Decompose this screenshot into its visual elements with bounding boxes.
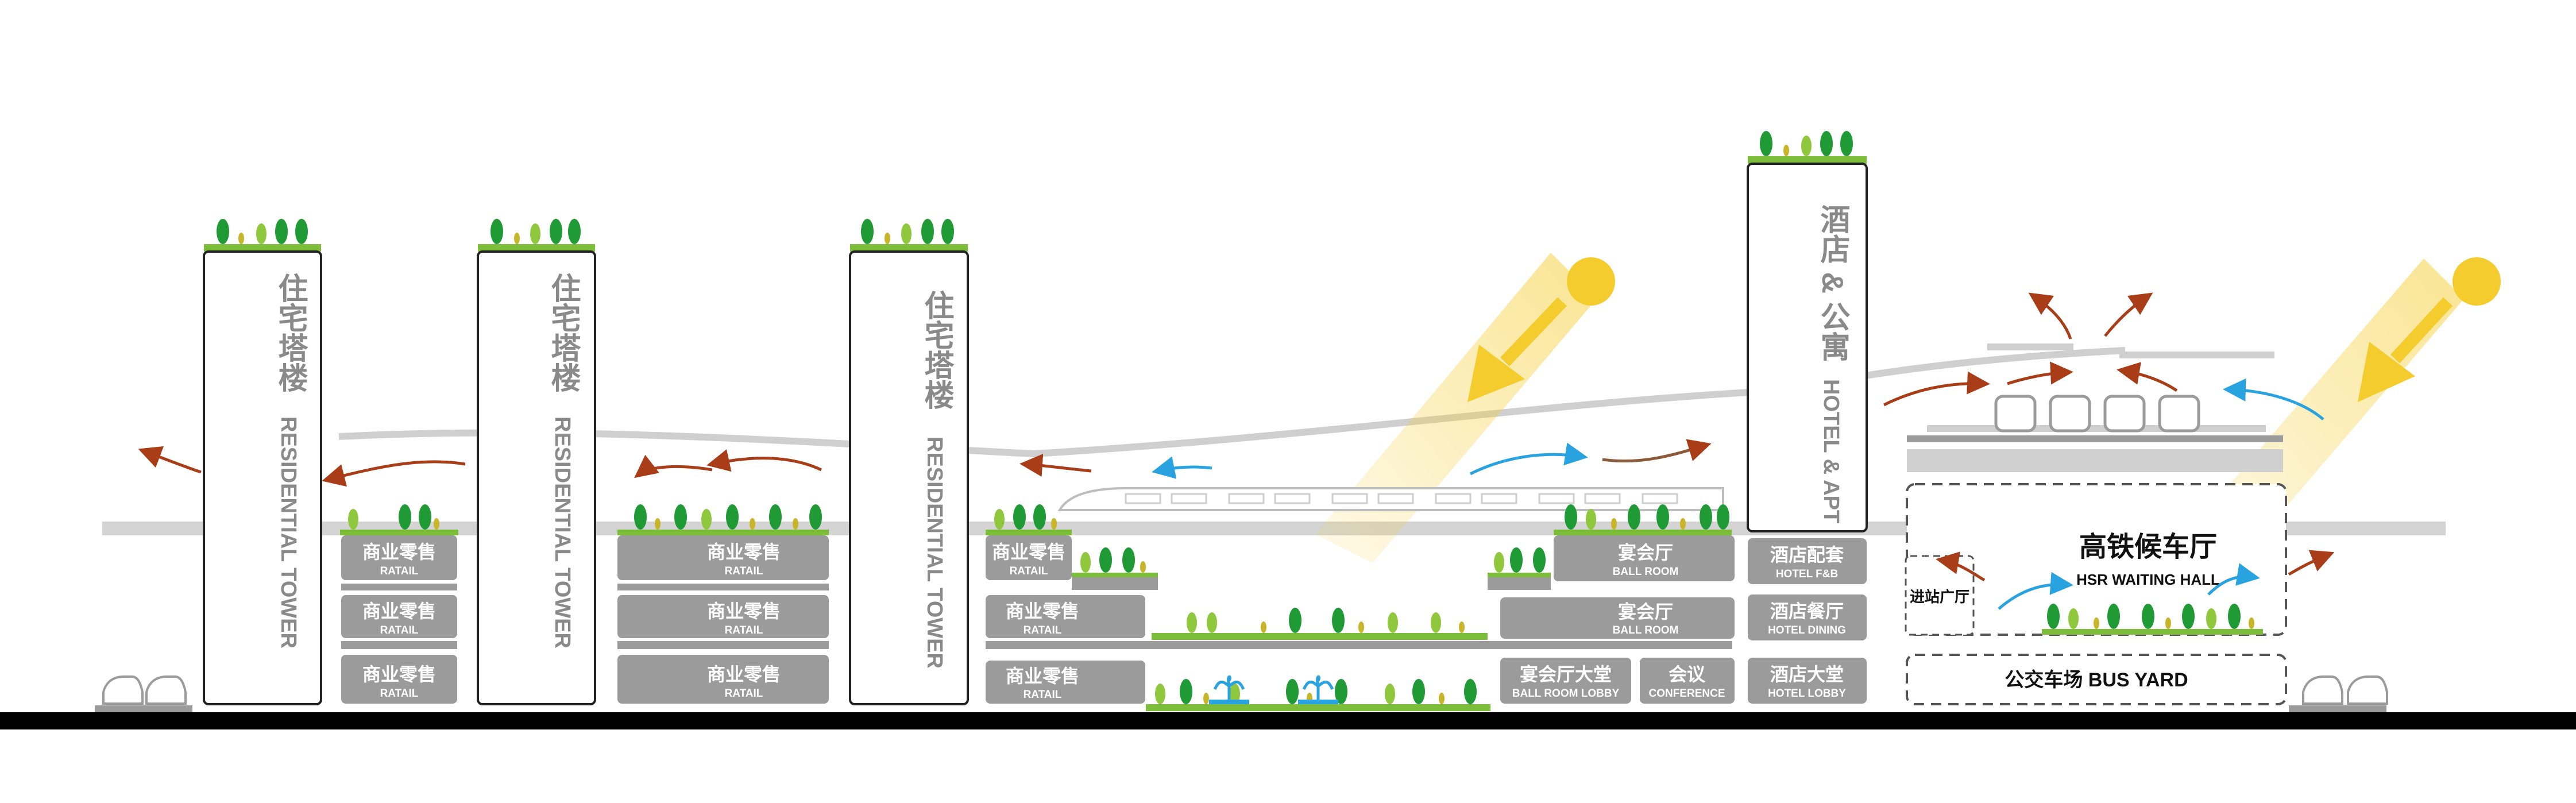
tower-label-cn: 住宅塔楼: [546, 273, 581, 392]
fountain-icon: [1209, 675, 1249, 704]
retail-label-en: RATAIL: [1024, 624, 1062, 636]
retail-label-cn: 商业零售: [362, 601, 436, 621]
hotel-podium: 酒店配套 HOTEL F&B 酒店餐厅 HOTEL DINING 酒店大堂 HO…: [1748, 538, 1867, 704]
wind-arrow-icon: [138, 292, 2335, 610]
ballroom-label-cn: 宴会厅: [1618, 542, 1673, 563]
residential-tower-1: 住宅塔楼 RESIDENTIAL TOWER: [203, 219, 322, 705]
roof-trees: [491, 219, 581, 244]
retail-box: [986, 535, 1072, 580]
retail-box: [986, 595, 1145, 638]
retail-label-cn: 商业零售: [1006, 666, 1079, 686]
tower-label-en: RESIDENTIAL TOWER: [550, 416, 574, 648]
retail-box: [617, 595, 829, 638]
ballroom-podium: 宴会厅 BALL ROOM 宴会厅 BALL ROOM 宴会厅大堂 BALL R…: [1488, 504, 1735, 704]
ballroom-box-2: [1500, 597, 1735, 639]
sun-icon: [2453, 257, 2501, 306]
retail-label-en: RATAIL: [725, 565, 763, 577]
retail-label-en: RATAIL: [380, 688, 419, 700]
retail-cluster-1: 商业零售 RATAIL 商业零售 RATAIL 商业零售 RATAIL: [340, 504, 458, 704]
ballroom-lobby-box: [1500, 658, 1631, 704]
retail-label-en: RATAIL: [380, 565, 419, 577]
bus-yard-label: 公交车场 BUS YARD: [2005, 669, 2188, 691]
skyline-curve: [338, 347, 2126, 458]
retail-label-en: RATAIL: [1024, 689, 1062, 701]
hotel-lobby-box: [1748, 658, 1867, 704]
train-icon: [1994, 395, 2200, 433]
tower-label-cn: 住宅塔楼: [920, 290, 954, 410]
conference-box: [1640, 658, 1735, 704]
hsr-hall-label-cn: 高铁候车厅: [2079, 532, 2217, 562]
retail-label-cn: 商业零售: [362, 664, 436, 685]
retail-label-cn: 商业零售: [362, 542, 436, 562]
sun-arrow-right: [2358, 297, 2453, 402]
ballroom-label-en: BALL ROOM: [1613, 624, 1679, 636]
ground-platform-left: [95, 705, 192, 712]
retail-label-en: RATAIL: [380, 624, 419, 636]
sun-icon: [1567, 257, 1615, 306]
retail-box: [341, 655, 457, 704]
ballroom-label-en: BALL ROOM: [1613, 566, 1679, 578]
ballroom-box: [1554, 535, 1735, 581]
bus-yard-box: [1906, 654, 2287, 705]
hotel-fb-label-cn: 酒店配套: [1770, 545, 1844, 565]
retail-box: [341, 595, 457, 638]
roof-trees: [861, 219, 954, 244]
sun-arrow-left: [1467, 297, 1567, 402]
retail-label-en: RATAIL: [725, 624, 763, 636]
fountain-icon: [1298, 675, 1338, 704]
hsr-station: 进站广厅 高铁候车厅 HSR WAITING HALL 公交车场 BUS YAR…: [1905, 395, 2287, 705]
conference-label-cn: 会议: [1669, 664, 1706, 685]
retail-cluster-2: 商业零售 RATAIL 商业零售 RATAIL 商业零售 RATAIL: [617, 504, 829, 704]
hsr-hall-label-en: HSR WAITING HALL: [2076, 571, 2220, 588]
retail-label-cn: 商业零售: [707, 664, 781, 685]
tower-label-cn: 住宅塔楼: [273, 273, 308, 392]
conference-label-en: CONFERENCE: [1648, 688, 1725, 700]
hotel-fb-box: [1748, 538, 1867, 584]
hotel-lobby-label-cn: 酒店大堂: [1770, 664, 1844, 685]
hotel-lobby-label-en: HOTEL LOBBY: [1768, 688, 1846, 700]
ballroom-lobby-label-cn: 宴会厅大堂: [1520, 664, 1612, 685]
retail-label-cn: 商业零售: [707, 542, 781, 562]
retail-label-en: RATAIL: [1010, 565, 1048, 577]
ballroom-lobby-label-en: BALL ROOM LOBBY: [1512, 688, 1620, 700]
retail-cluster-3: 商业零售 RATAIL 商业零售 RATAIL 商业零售 RATAIL: [986, 504, 1732, 704]
ground-platform-right: [2289, 705, 2386, 712]
hsr-canopy-line-1: [1987, 343, 2073, 350]
retail-label-en: RATAIL: [725, 688, 763, 700]
tower-label-en: RESIDENTIAL TOWER: [276, 416, 300, 648]
residential-tower-3: 住宅塔楼 RESIDENTIAL TOWER: [849, 219, 969, 705]
ballroom-label-cn: 宴会厅: [1618, 601, 1673, 622]
roof-trees: [217, 219, 308, 244]
retail-box: [617, 655, 829, 704]
retail-label-cn: 商业零售: [707, 601, 781, 621]
roof-trees: [1760, 131, 1853, 156]
retail-label-cn: 商业零售: [992, 542, 1065, 562]
hotel-dining-box: [1748, 594, 1867, 640]
retail-box: [341, 535, 457, 580]
entrance-hall-label: 进站广厅: [1910, 588, 1969, 605]
ground-line: [0, 712, 2576, 729]
hotel-label: 酒店 & 公寓: [1816, 204, 1850, 361]
hotel-dining-label-cn: 酒店餐厅: [1770, 601, 1844, 621]
residential-tower-2: 住宅塔楼 RESIDENTIAL TOWER: [477, 219, 596, 705]
train-icon: [1057, 487, 1724, 511]
retail-label-cn: 商业零售: [1006, 601, 1079, 621]
retail-box: [986, 661, 1145, 704]
tower-label-en: RESIDENTIAL TOWER: [922, 437, 947, 669]
hsr-canopy-line-2: [2119, 352, 2274, 358]
hotel-fb-label-en: HOTEL F&B: [1776, 568, 1838, 580]
hotel-tower: 酒店 & 公寓 HOTEL & APT: [1747, 131, 1868, 532]
car-icon: [102, 675, 2388, 705]
central-park: [1146, 608, 1490, 711]
retail-box: [617, 535, 829, 580]
hotel-label-en: HOTEL & APT: [1819, 379, 1843, 523]
hotel-dining-label-en: HOTEL DINING: [1768, 624, 1846, 636]
